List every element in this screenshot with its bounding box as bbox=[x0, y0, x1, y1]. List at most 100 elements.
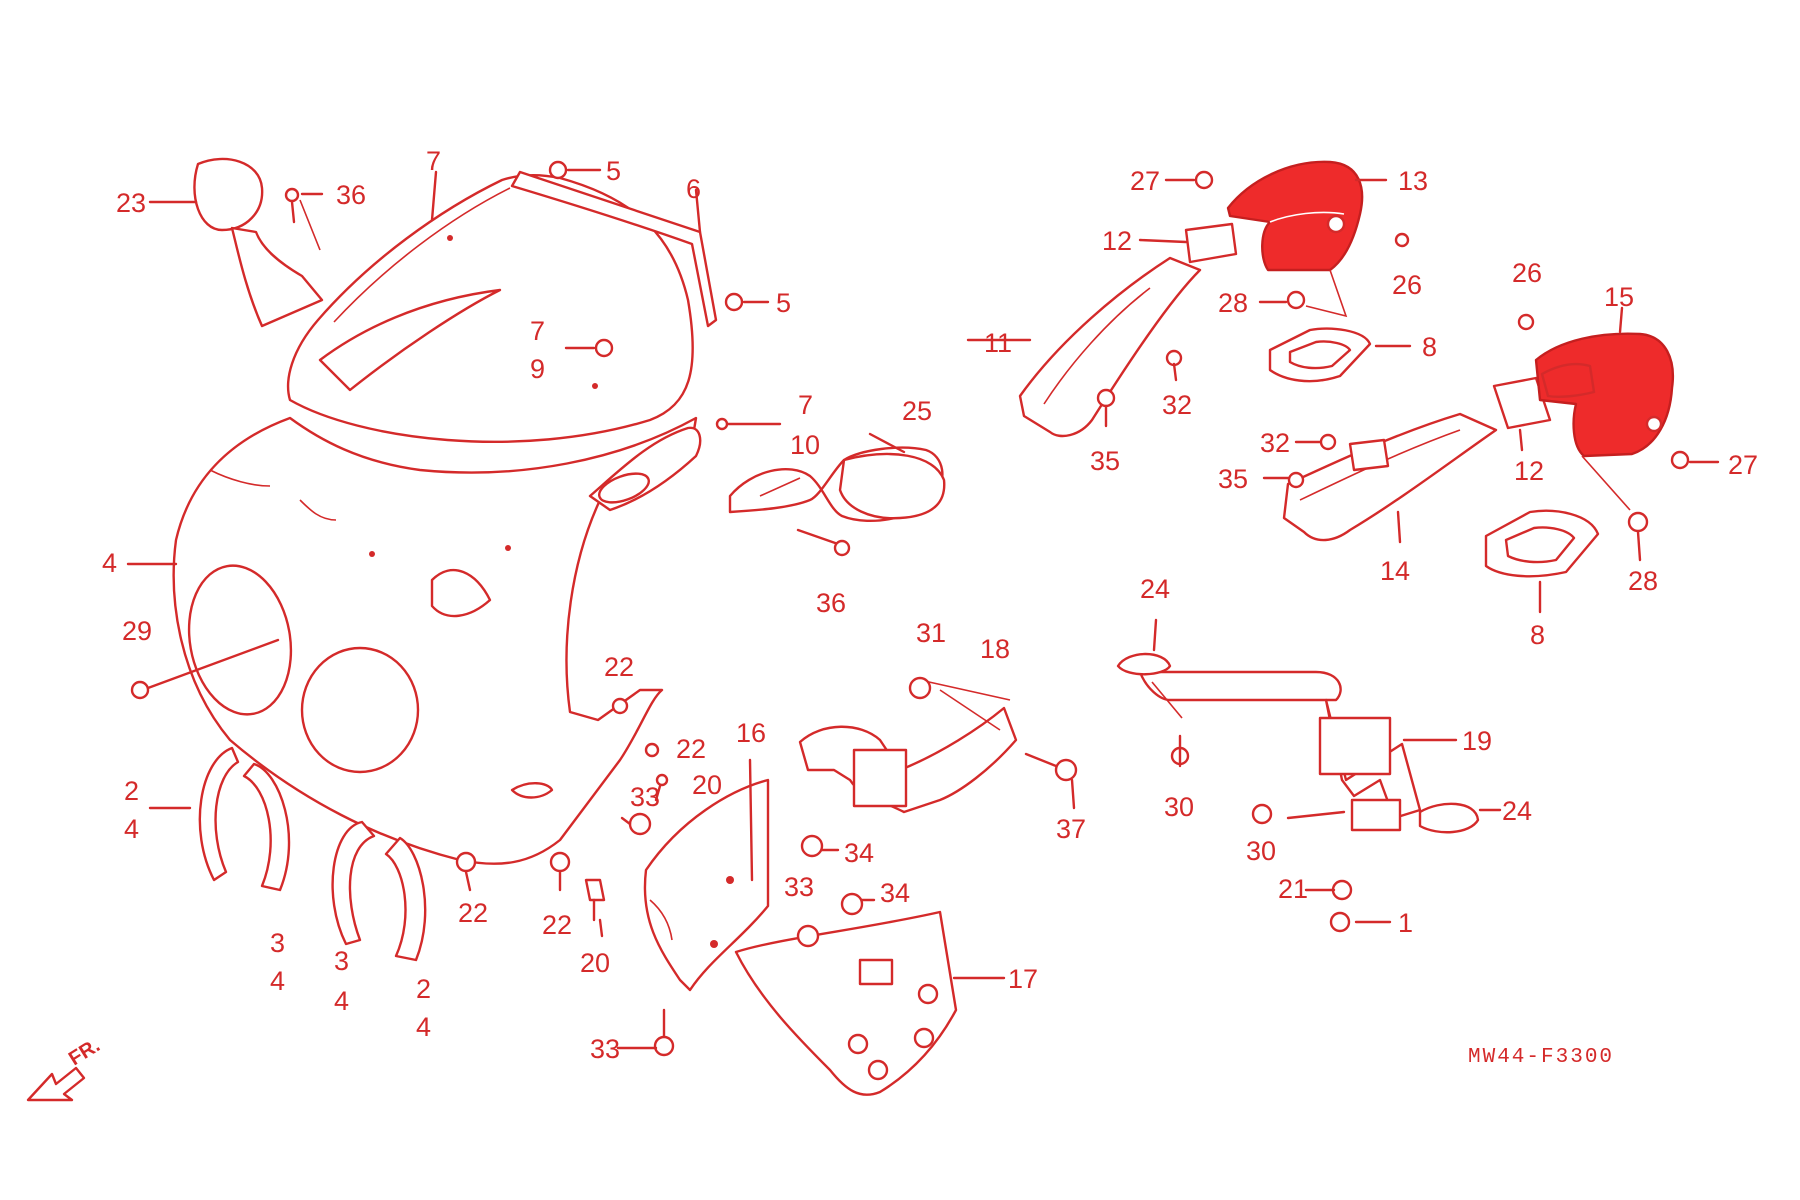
duct-seal-right[interactable] bbox=[1492, 376, 1552, 430]
screw-33-b[interactable] bbox=[796, 924, 820, 948]
label-27-top: 27 bbox=[1130, 166, 1160, 196]
nut-5-top[interactable] bbox=[548, 160, 568, 180]
label-23: 23 bbox=[116, 188, 146, 218]
label-3-right: 3 bbox=[334, 946, 349, 976]
screw-26-a[interactable] bbox=[1394, 232, 1410, 248]
label-13: 13 bbox=[1398, 166, 1428, 196]
bush-34-a[interactable] bbox=[800, 834, 824, 858]
grommet-24-b[interactable] bbox=[1418, 802, 1480, 834]
label-32-top: 32 bbox=[1162, 390, 1192, 420]
label-6: 6 bbox=[686, 174, 701, 204]
bolt-37[interactable] bbox=[1024, 752, 1078, 782]
side-duct[interactable] bbox=[588, 426, 702, 512]
collar-28-b[interactable] bbox=[1627, 511, 1649, 533]
duct-seal-left[interactable] bbox=[1184, 222, 1238, 264]
bolt-27-b[interactable] bbox=[1670, 450, 1690, 470]
lower-cowl[interactable] bbox=[734, 910, 958, 1096]
label-30-top: 30 bbox=[1164, 792, 1194, 822]
screw-20-a[interactable] bbox=[654, 773, 669, 802]
bolt-1[interactable] bbox=[1329, 911, 1351, 933]
trim-ring-2-left[interactable] bbox=[198, 746, 240, 882]
collar-30-b[interactable] bbox=[1251, 803, 1273, 825]
label-35-top: 35 bbox=[1090, 446, 1120, 476]
label-20-bottom: 20 bbox=[580, 948, 610, 978]
grommet-9[interactable] bbox=[594, 338, 614, 358]
bolt-27-a[interactable] bbox=[1194, 170, 1214, 190]
screw-26-b[interactable] bbox=[1517, 313, 1535, 331]
label-4-left-b: 4 bbox=[270, 966, 285, 996]
clip-32-b[interactable] bbox=[1319, 433, 1337, 451]
label-22-top: 22 bbox=[604, 652, 634, 682]
screw-20-b[interactable] bbox=[584, 878, 606, 922]
label-12-top: 12 bbox=[1102, 226, 1132, 256]
air-duct-right[interactable] bbox=[1282, 412, 1498, 542]
label-28-right: 28 bbox=[1628, 566, 1658, 596]
label-10: 10 bbox=[790, 430, 820, 460]
clip-22-c[interactable] bbox=[455, 851, 477, 873]
trim-ring-2-right[interactable] bbox=[384, 836, 427, 962]
front-arrow-icon bbox=[26, 1066, 86, 1102]
label-34-lower: 34 bbox=[880, 878, 910, 908]
label-21: 21 bbox=[1278, 874, 1308, 904]
label-4-left: 4 bbox=[124, 814, 139, 844]
screw-35-a[interactable] bbox=[1096, 388, 1116, 408]
label-5-top: 5 bbox=[606, 156, 621, 186]
label-7-top: 7 bbox=[426, 146, 441, 176]
stay-frame[interactable] bbox=[1138, 670, 1422, 832]
bolt-29[interactable] bbox=[130, 638, 280, 700]
label-5-side: 5 bbox=[776, 288, 791, 318]
collar-28-a[interactable] bbox=[1286, 290, 1306, 310]
mirror-left[interactable] bbox=[193, 157, 324, 328]
label-27-right: 27 bbox=[1728, 450, 1758, 480]
label-30-lower: 30 bbox=[1246, 836, 1276, 866]
label-2-right: 2 bbox=[416, 974, 431, 1004]
label-4-right: 4 bbox=[416, 1012, 431, 1042]
clip-22-d[interactable] bbox=[549, 851, 571, 873]
label-4-cowl: 4 bbox=[102, 548, 117, 578]
label-22-bottom-right: 22 bbox=[542, 910, 572, 940]
nut-5-side[interactable] bbox=[724, 292, 744, 312]
label-4-right-b: 4 bbox=[334, 986, 349, 1016]
screw-33-c[interactable] bbox=[653, 1008, 675, 1057]
mirror-right[interactable] bbox=[728, 446, 946, 523]
label-8-bottom: 8 bbox=[1530, 620, 1545, 650]
duct-cover-13[interactable] bbox=[1226, 160, 1364, 272]
label-28-top: 28 bbox=[1218, 288, 1248, 318]
screen-seal[interactable] bbox=[510, 170, 718, 328]
label-32-right: 32 bbox=[1260, 428, 1290, 458]
windscreen[interactable] bbox=[286, 174, 694, 443]
air-duct-left[interactable] bbox=[1018, 256, 1202, 438]
label-25: 25 bbox=[902, 396, 932, 426]
screw-35-b[interactable] bbox=[1287, 471, 1305, 489]
clip-22-b[interactable] bbox=[644, 742, 660, 758]
bolt-31[interactable] bbox=[908, 676, 932, 700]
label-9: 9 bbox=[530, 354, 545, 384]
duct-cover-15[interactable] bbox=[1534, 332, 1675, 458]
label-2-left: 2 bbox=[124, 776, 139, 806]
bush-34-b[interactable] bbox=[840, 892, 864, 916]
label-31: 31 bbox=[916, 618, 946, 648]
screw-33-a[interactable] bbox=[620, 812, 652, 836]
upper-cowl[interactable] bbox=[172, 416, 698, 865]
grommet-24-a[interactable] bbox=[1116, 652, 1172, 676]
clip-22-a[interactable] bbox=[611, 697, 629, 715]
nut-21[interactable] bbox=[1331, 879, 1353, 901]
label-29: 29 bbox=[122, 616, 152, 646]
gasket-8-bottom[interactable] bbox=[1484, 509, 1600, 578]
trim-ring-3-right[interactable] bbox=[331, 820, 376, 946]
label-12-right: 12 bbox=[1514, 456, 1544, 486]
inner-panel[interactable] bbox=[643, 778, 770, 992]
label-33-lower: 33 bbox=[784, 872, 814, 902]
label-20-mid: 20 bbox=[692, 770, 722, 800]
label-22-mid: 22 bbox=[676, 734, 706, 764]
label-26-top: 26 bbox=[1392, 270, 1422, 300]
trim-ring-3-left[interactable] bbox=[242, 762, 291, 892]
label-24-right: 24 bbox=[1502, 796, 1532, 826]
gasket-8-top[interactable] bbox=[1268, 327, 1372, 383]
label-36-right: 36 bbox=[816, 588, 846, 618]
diagram-code: MW44-F3300 bbox=[1468, 1046, 1614, 1069]
label-16: 16 bbox=[736, 718, 766, 748]
center-bracket[interactable] bbox=[798, 679, 1018, 814]
label-15: 15 bbox=[1604, 282, 1634, 312]
